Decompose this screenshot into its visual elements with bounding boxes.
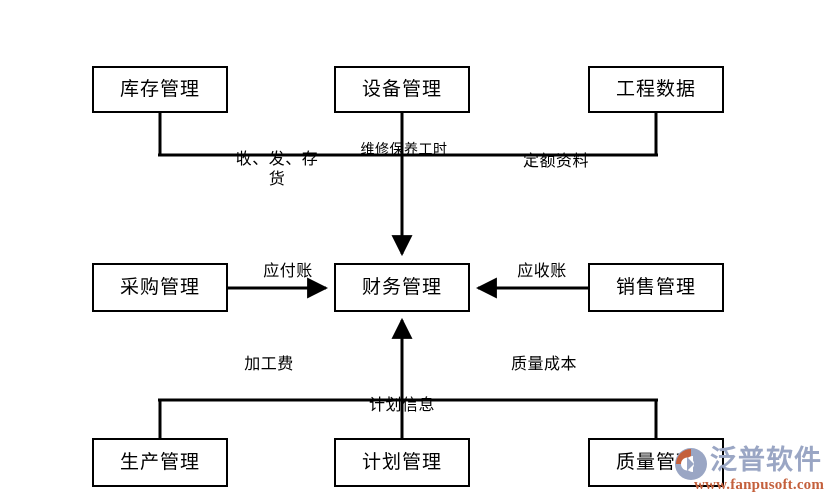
edge-label-accounts-payable: 应付账: [263, 263, 313, 280]
edge-label-accounts-receivable: 应收账: [517, 263, 567, 280]
edge-label-plan-information: 计划信息: [368, 397, 435, 414]
node-label: 设备管理: [361, 79, 442, 100]
node-production[interactable]: 生产管理: [92, 438, 228, 487]
node-sales[interactable]: 销售管理: [588, 263, 724, 312]
fanpu-logo-icon: [675, 448, 707, 480]
node-label: 计划管理: [361, 452, 442, 473]
edge-label-receipt-issue-stock: 收、发、存 货: [235, 151, 319, 188]
node-inventory[interactable]: 库存管理: [92, 66, 228, 113]
node-label: 工程数据: [615, 79, 696, 100]
watermark-url: www.fanpusoft.com: [694, 477, 825, 493]
node-label: 销售管理: [615, 277, 696, 298]
node-engineering-data[interactable]: 工程数据: [588, 66, 724, 113]
node-label: 财务管理: [361, 277, 442, 298]
edge-label-quota-data: 定额资料: [522, 153, 589, 170]
edge-label-quality-cost: 质量成本: [510, 356, 577, 373]
edge-label-processing-fee: 加工费: [244, 356, 294, 373]
node-finance[interactable]: 财务管理: [334, 263, 470, 312]
node-label: 采购管理: [119, 277, 200, 298]
node-label: 质量管理: [615, 452, 696, 473]
watermark-brand: 泛普软件: [710, 445, 822, 475]
watermark: 泛普软件 www.fanpusoft.com: [674, 443, 834, 501]
node-purchase[interactable]: 采购管理: [92, 263, 228, 312]
edge-label-maintenance-hours: 维修保养工时: [360, 143, 448, 158]
node-equipment[interactable]: 设备管理: [334, 66, 470, 113]
node-planning[interactable]: 计划管理: [334, 438, 470, 487]
node-label: 库存管理: [119, 79, 200, 100]
node-label: 生产管理: [119, 452, 200, 473]
